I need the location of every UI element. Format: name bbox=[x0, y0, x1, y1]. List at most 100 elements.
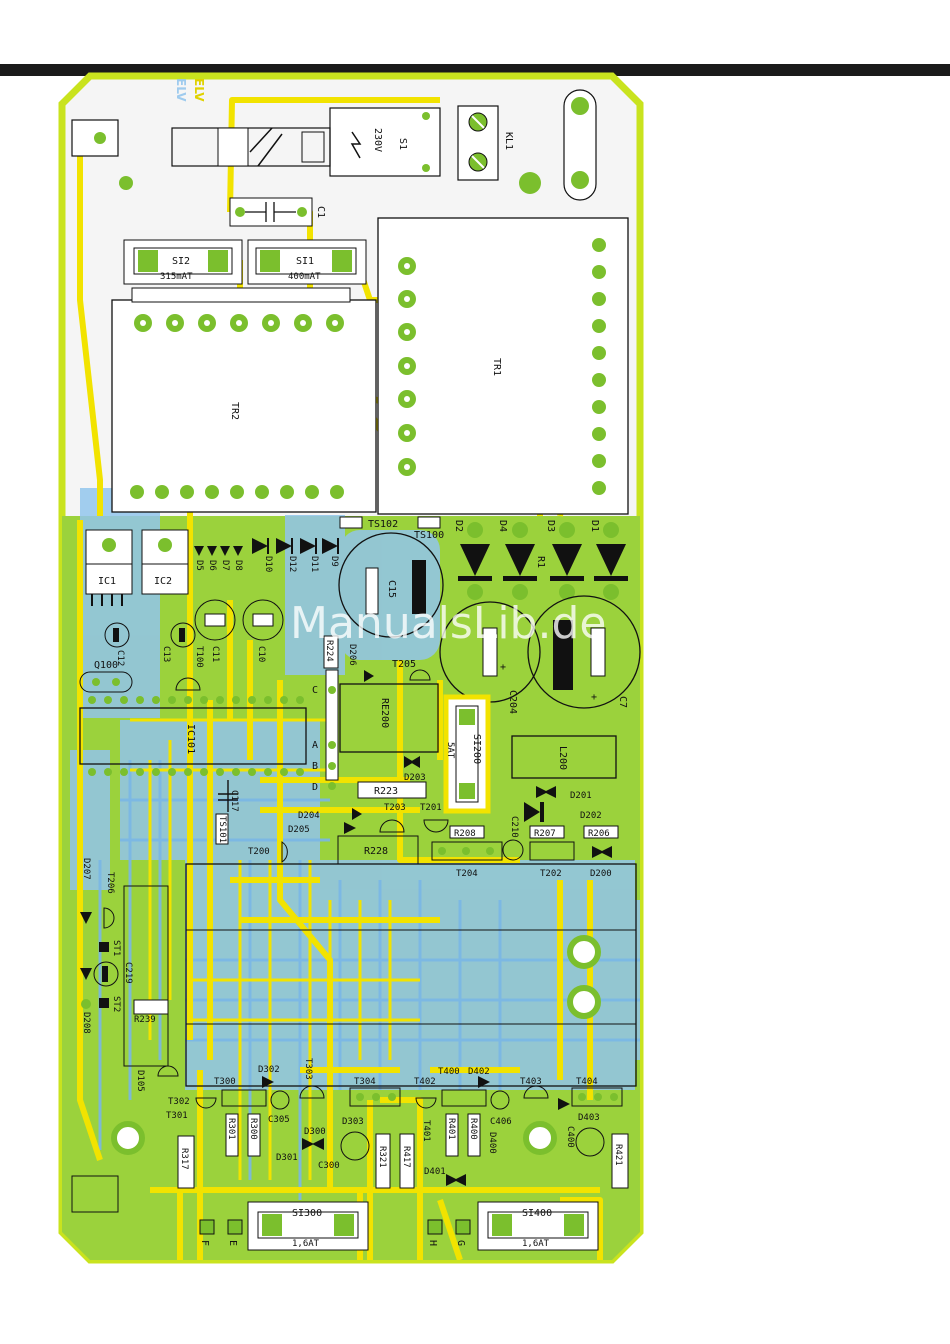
svg-text:D105: D105 bbox=[135, 1070, 145, 1092]
resistor-r206: R206 bbox=[583, 825, 619, 839]
svg-text:T205: T205 bbox=[392, 659, 416, 670]
label-si1-value: 400mAT bbox=[288, 272, 321, 282]
svg-text:L200: L200 bbox=[557, 746, 568, 770]
diode-d4: D4 bbox=[497, 520, 537, 600]
svg-text:R239: R239 bbox=[134, 1015, 156, 1025]
bottom-copper-layer bbox=[70, 488, 640, 1090]
svg-text:TS100: TS100 bbox=[414, 530, 444, 541]
svg-text:D208: D208 bbox=[81, 1012, 91, 1034]
svg-text:D201: D201 bbox=[570, 791, 592, 801]
diode-d204: D204 bbox=[298, 808, 362, 821]
svg-text:D10: D10 bbox=[263, 556, 273, 572]
switch-s1: 230V S1 bbox=[171, 107, 441, 177]
svg-text:D203: D203 bbox=[404, 773, 426, 783]
transistor-t205: T205 bbox=[392, 659, 431, 681]
ic-ic101: IC101 bbox=[79, 696, 307, 776]
svg-text:C11: C11 bbox=[210, 646, 220, 662]
relay-re200: RE200 bbox=[339, 683, 439, 753]
label-t204: T204 bbox=[456, 869, 478, 879]
svg-text:TS102: TS102 bbox=[368, 519, 398, 530]
svg-text:C219: C219 bbox=[123, 962, 133, 984]
svg-text:T302: T302 bbox=[168, 1097, 190, 1107]
label-kl1: KL1 bbox=[503, 132, 514, 150]
label-tr1: TR1 bbox=[491, 358, 502, 376]
svg-text:Q100: Q100 bbox=[94, 660, 118, 671]
svg-text:IC101: IC101 bbox=[185, 724, 196, 754]
svg-text:D300: D300 bbox=[304, 1127, 326, 1137]
diode-d205: D205 bbox=[288, 822, 356, 835]
svg-text:5AT: 5AT bbox=[445, 742, 455, 759]
svg-text:D1: D1 bbox=[589, 520, 600, 532]
svg-text:D12: D12 bbox=[287, 556, 297, 572]
svg-text:R401: R401 bbox=[446, 1118, 456, 1140]
label-si2: SI2 bbox=[172, 256, 190, 267]
transformer-tr2: TR2 bbox=[111, 287, 377, 513]
resistor-r223: R223 bbox=[357, 781, 427, 799]
svg-text:G: G bbox=[455, 1240, 466, 1246]
svg-text:R206: R206 bbox=[588, 829, 610, 839]
svg-text:T200: T200 bbox=[248, 847, 270, 857]
svg-text:C117: C117 bbox=[229, 790, 239, 812]
fuse-si2: SI2 315mAT bbox=[123, 239, 243, 285]
diodes-d9-d12: D10 D12 D11 D9 bbox=[252, 538, 339, 572]
svg-text:T304: T304 bbox=[354, 1077, 376, 1087]
diode-d2: D2 bbox=[453, 520, 492, 600]
brand-text-yellow: ELV bbox=[192, 78, 206, 102]
svg-text:B: B bbox=[312, 761, 318, 772]
label-s1: S1 bbox=[397, 138, 408, 150]
svg-text:R321: R321 bbox=[377, 1146, 387, 1168]
svg-text:A: A bbox=[312, 740, 318, 751]
svg-text:T303: T303 bbox=[303, 1058, 313, 1080]
svg-text:D400: D400 bbox=[487, 1132, 497, 1154]
capacitor-c7: + C7 bbox=[527, 595, 641, 709]
svg-text:T206: T206 bbox=[105, 872, 115, 894]
svg-text:H: H bbox=[427, 1240, 438, 1246]
fuse-si400: SI400 1,6AT bbox=[477, 1201, 599, 1251]
svg-text:D9: D9 bbox=[329, 556, 339, 567]
svg-text:D7: D7 bbox=[220, 560, 230, 571]
svg-text:C7: C7 bbox=[617, 696, 628, 708]
svg-text:ST1: ST1 bbox=[111, 940, 121, 956]
svg-text:ST2: ST2 bbox=[111, 996, 121, 1012]
regulator-ic2: IC2 bbox=[141, 529, 189, 595]
svg-text:C12: C12 bbox=[115, 650, 125, 666]
svg-text:1,6AT: 1,6AT bbox=[522, 1239, 550, 1249]
testpoint-ts101: TS101 bbox=[215, 813, 229, 845]
svg-text:C406: C406 bbox=[490, 1117, 512, 1127]
svg-text:D202: D202 bbox=[580, 811, 602, 821]
label-r1: R1 bbox=[535, 556, 546, 568]
svg-text:D: D bbox=[312, 782, 318, 793]
svg-text:D206: D206 bbox=[347, 644, 357, 666]
svg-text:T300: T300 bbox=[214, 1077, 236, 1087]
svg-text:R400: R400 bbox=[468, 1118, 478, 1140]
capacitors-c10-c13: C12 C13 C11 C10 T100 bbox=[104, 599, 284, 691]
testpoint-ts102: TS102 bbox=[339, 516, 398, 530]
fuse-si300: SI300 1,6AT bbox=[247, 1201, 369, 1251]
crystal-q100: Q100 bbox=[79, 660, 133, 693]
svg-text:F: F bbox=[199, 1240, 210, 1246]
capacitor-c1: C1 bbox=[229, 197, 326, 227]
svg-text:+: + bbox=[500, 662, 506, 673]
label-t202: T202 bbox=[540, 869, 562, 879]
svg-text:R300: R300 bbox=[248, 1118, 258, 1140]
svg-text:SI200: SI200 bbox=[471, 734, 482, 764]
svg-text:T404: T404 bbox=[576, 1077, 598, 1087]
output-pins: F E H G bbox=[199, 1219, 471, 1246]
svg-text:D401: D401 bbox=[424, 1167, 446, 1177]
svg-text:C10: C10 bbox=[256, 646, 266, 662]
svg-text:R223: R223 bbox=[374, 786, 398, 797]
svg-text:D302: D302 bbox=[258, 1065, 280, 1075]
svg-text:D11: D11 bbox=[309, 556, 319, 572]
svg-text:D301: D301 bbox=[276, 1153, 298, 1163]
brand-text-blue: ELV bbox=[174, 78, 188, 102]
svg-text:RE200: RE200 bbox=[379, 698, 390, 728]
svg-text:D403: D403 bbox=[578, 1113, 600, 1123]
svg-text:D8: D8 bbox=[233, 560, 243, 571]
svg-text:IC1: IC1 bbox=[98, 576, 116, 587]
diode-d3: D3 bbox=[545, 520, 584, 600]
capacitor-c117: C117 bbox=[218, 780, 239, 812]
regulator-ic1: IC1 bbox=[85, 529, 133, 606]
svg-text:D3: D3 bbox=[545, 520, 556, 532]
transformer-tr1: TR1 bbox=[377, 217, 629, 515]
svg-text:R228: R228 bbox=[364, 846, 388, 857]
